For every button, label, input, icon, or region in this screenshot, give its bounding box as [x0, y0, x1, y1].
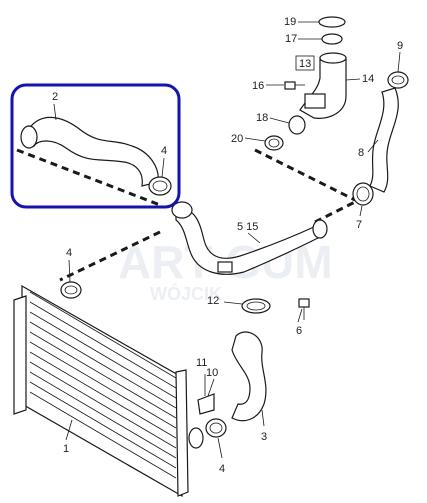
- callout-9: 9: [397, 40, 403, 52]
- adapter-14-flange: [304, 93, 326, 109]
- hose-2-end: [20, 125, 38, 149]
- part-19-cap[interactable]: [318, 16, 346, 28]
- clamp-9[interactable]: [387, 71, 409, 89]
- dash-line-clamp7: [314, 200, 356, 224]
- intercooler-1[interactable]: [13, 284, 204, 498]
- callout-17: 17: [285, 33, 297, 45]
- callout-16: 16: [252, 80, 264, 92]
- clamp-20[interactable]: [264, 135, 284, 151]
- seal-18[interactable]: [288, 115, 306, 135]
- hose-2[interactable]: [20, 116, 159, 187]
- charge-pipe-5[interactable]: [171, 201, 328, 275]
- intercooler-tank-right: [175, 369, 189, 497]
- intercooler-tank-left: [13, 295, 27, 415]
- callout-4-lower: 4: [219, 463, 225, 475]
- clamp-4-top[interactable]: [148, 176, 172, 196]
- callout-10: 10: [206, 367, 218, 379]
- callout-13-box: [295, 55, 315, 71]
- charge-pipe-bracket: [217, 261, 233, 273]
- part-17-ring[interactable]: [321, 33, 343, 45]
- intercooler-outlet: [188, 427, 204, 449]
- clamp-12[interactable]: [241, 298, 271, 314]
- hose-8[interactable]: [369, 87, 399, 193]
- connection-lines: [16, 148, 356, 282]
- callout-2: 2: [52, 91, 58, 103]
- hose-3[interactable]: [231, 331, 267, 422]
- callout-18: 18: [256, 112, 268, 124]
- leader-lines: [53, 21, 401, 459]
- callout-8: 8: [358, 147, 364, 159]
- charge-pipe-inlet: [171, 201, 193, 219]
- callout-5-15: 5 15: [237, 221, 258, 233]
- dash-line-cooler: [59, 230, 161, 282]
- clamp-4-left[interactable]: [60, 281, 82, 299]
- bolt-6[interactable]: [298, 298, 310, 320]
- callout-4-left: 4: [66, 247, 72, 259]
- charge-pipe-outlet: [312, 219, 328, 239]
- clamp-7[interactable]: [352, 182, 374, 206]
- callout-1: 1: [63, 443, 69, 455]
- callout-7: 7: [356, 219, 362, 231]
- watermark-line2: WÓJCIK: [150, 283, 222, 304]
- callouts: 2 4 4 5 15 6 7 8 9 10 11 12 13 14 16 17 …: [52, 16, 403, 475]
- callout-11: 11: [196, 357, 207, 369]
- clamp-4-lower[interactable]: [205, 418, 227, 438]
- dash-line-hose2: [16, 148, 161, 207]
- highlight-box: [10, 83, 181, 209]
- callout-3: 3: [261, 431, 267, 443]
- callout-20: 20: [231, 133, 243, 145]
- intercooler-core: [29, 291, 177, 479]
- dash-line-clamp20: [254, 148, 356, 202]
- callout-19: 19: [284, 16, 296, 28]
- callout-6: 6: [296, 325, 302, 337]
- bolt-16[interactable]: [284, 81, 305, 90]
- callout-13: 13: [299, 58, 311, 70]
- callout-4-top: 4: [161, 145, 167, 157]
- callout-12: 12: [207, 295, 219, 307]
- adapter-14[interactable]: [299, 52, 347, 119]
- callout-14: 14: [362, 73, 374, 85]
- bracket-10[interactable]: [197, 393, 215, 415]
